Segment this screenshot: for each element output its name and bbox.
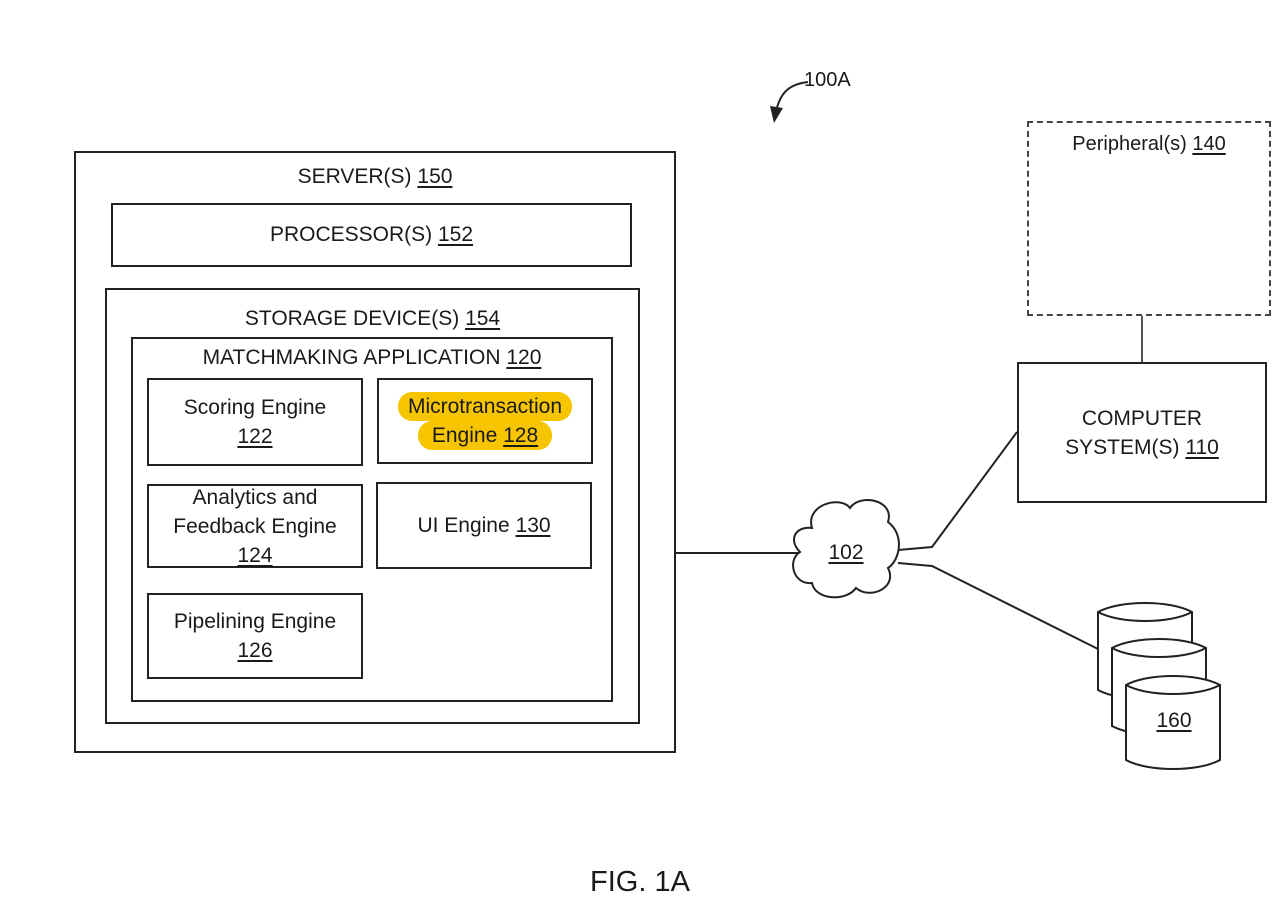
highlight-line2: Engine 128 — [417, 421, 553, 450]
network-label: 102 — [828, 541, 864, 564]
computer-system-box: COMPUTER SYSTEM(S) 110 — [1017, 362, 1267, 503]
database-stack — [1097, 602, 1221, 770]
figure-caption: FIG. 1A — [590, 866, 690, 898]
figure-ref: 100A — [804, 69, 851, 91]
matchmaking-app-label: MATCHMAKING APPLICATION 120 — [202, 346, 542, 369]
network-cloud — [792, 499, 900, 599]
peripherals-label: Peripheral(s) 140 — [1072, 133, 1226, 155]
database-label: 160 — [1156, 709, 1192, 732]
processor-label: PROCESSOR(S) 152 — [269, 223, 474, 246]
ui-engine-box: UI Engine 130 — [376, 482, 592, 569]
highlight-line1: Microtransaction — [397, 392, 573, 421]
server-label: SERVER(S) 150 — [297, 165, 453, 188]
network-computer-link — [897, 431, 1018, 551]
microtransaction-engine-box: Microtransaction Engine 128 — [377, 378, 593, 464]
processor-box — [111, 203, 632, 267]
analytics-engine-box: Analytics and Feedback Engine 124 — [147, 484, 363, 568]
pipelining-engine-box: Pipelining Engine 126 — [147, 593, 363, 679]
scoring-engine-box: Scoring Engine 122 — [147, 378, 363, 466]
storage-label: STORAGE DEVICE(S) 154 — [244, 307, 501, 330]
ref-arrowhead — [770, 106, 783, 123]
peripherals-box — [1027, 121, 1271, 316]
network-database-link — [897, 562, 1101, 651]
